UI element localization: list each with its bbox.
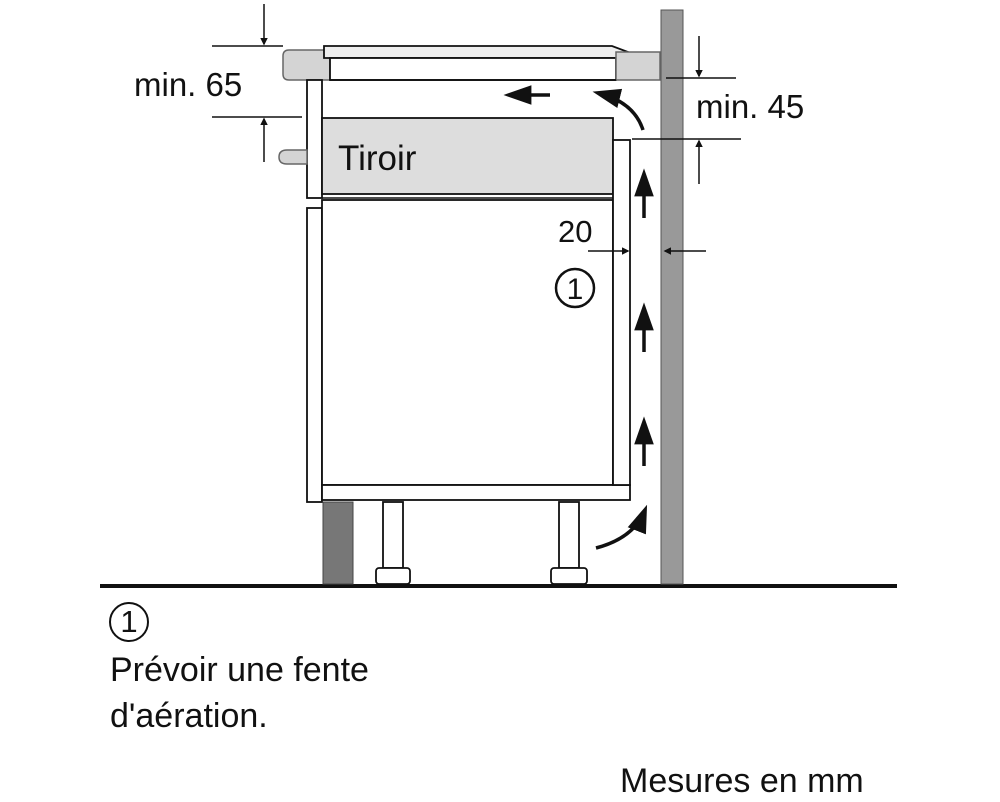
cooktop-glass (323, 45, 629, 59)
min-65-label: min. 65 (134, 66, 242, 103)
min-45-label: min. 45 (696, 88, 804, 125)
wall (660, 9, 684, 585)
foot-right (558, 501, 580, 569)
callout-1-circle (554, 267, 596, 309)
legend-line-1: Prévoir une fente (110, 651, 369, 689)
foot-right-base (550, 567, 588, 585)
foot-left (382, 501, 404, 569)
airflow-arrow-top-curve (592, 88, 645, 131)
drawer-label: Tiroir (338, 139, 417, 178)
cooktop-left-frame (282, 49, 331, 81)
callout-1-number: 1 (567, 273, 584, 306)
cabinet-side-panel (612, 139, 631, 486)
drawer-handle (278, 149, 308, 165)
cabinet-bottom-shelf (321, 484, 631, 501)
gap-20-label: 20 (558, 214, 592, 249)
foot-left-base (375, 567, 411, 585)
lower-cabinet (321, 199, 614, 486)
airflow-arrow-bottom-curve (595, 504, 648, 550)
units-note: Mesures en mm (620, 762, 864, 800)
cooktop-body (329, 57, 617, 81)
lower-front-panel (306, 207, 323, 503)
legend-callout-number: 1 (109, 602, 149, 642)
cooktop-right-frame (615, 51, 661, 81)
plinth (322, 501, 354, 585)
legend-line-2: d'aération. (110, 697, 268, 735)
drawer-front (306, 79, 323, 199)
drawer-box (321, 117, 614, 195)
